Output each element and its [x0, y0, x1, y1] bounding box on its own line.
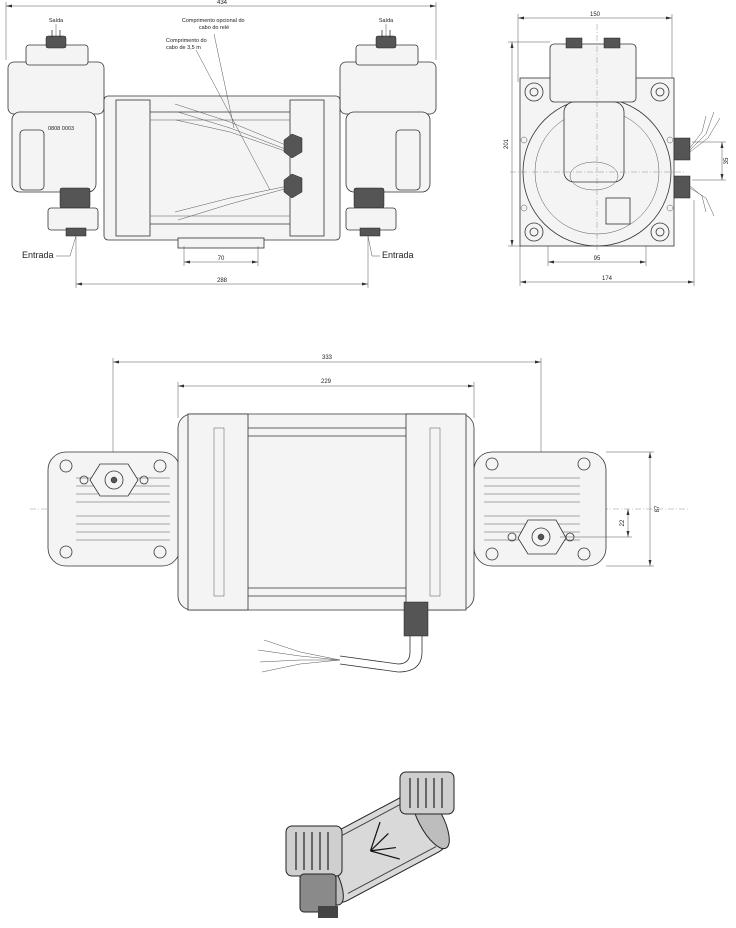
dim-height: 201	[504, 138, 510, 149]
dim-bottom-overall: 174	[602, 276, 613, 282]
dim-bottom-inner: 95	[594, 256, 601, 262]
dim-inlet-spacing: 288	[217, 278, 228, 284]
dim-body-length: 229	[321, 379, 332, 385]
pump-isometric-image	[285, 771, 455, 918]
inlet-right-label: Entrada	[382, 250, 414, 260]
cable-length-line1: Comprimento do	[166, 38, 207, 44]
top-view: 333 229	[30, 355, 690, 673]
dim-port-spacing: 333	[322, 355, 333, 361]
dim-side-offset: 35	[724, 157, 730, 164]
end-view: 150 201	[504, 12, 730, 286]
dim-base-width: 70	[218, 256, 225, 262]
serial-label: 0808 0003	[48, 126, 74, 132]
cable-length-label: Comprimento do cabo de 3,5 m	[166, 38, 208, 51]
dim-port-offset: 22	[620, 519, 626, 526]
dim-overall-width: 87	[655, 505, 661, 512]
inlet-left-label: Entrada	[22, 250, 54, 260]
relay-cable-line1: Comprimento opcional do	[182, 18, 245, 24]
outlet-left-label: Saída	[49, 18, 64, 24]
cable-length-line2: cabo de 3,5 m	[166, 45, 201, 51]
dim-overall-length: 434	[217, 0, 228, 6]
side-view: 434 0808 0003	[5, 0, 437, 288]
relay-cable-label: Comprimento opcional do cabo do relé	[182, 18, 246, 31]
relay-cable-line2: cabo do relé	[199, 25, 229, 31]
outlet-right-label: Saída	[379, 18, 394, 24]
dim-top-width: 150	[590, 12, 601, 18]
